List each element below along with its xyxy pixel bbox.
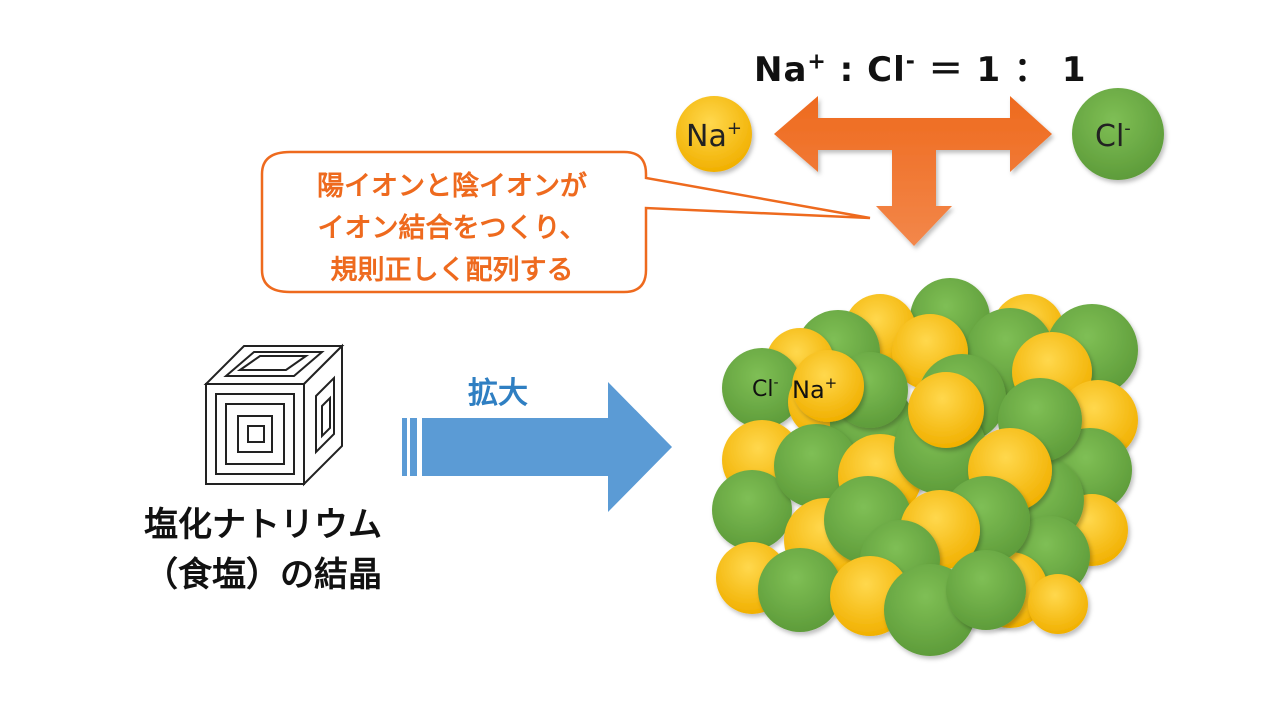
cl-ion-circle xyxy=(1072,88,1164,180)
callout-text: 陽イオンと陰イオンが イオン結合をつくり、 規則正しく配列する xyxy=(262,166,642,292)
cl-sphere xyxy=(758,548,842,632)
na-ion-circle xyxy=(676,96,752,172)
na-sphere xyxy=(1028,574,1088,634)
cl-ion-label: Cl- xyxy=(1095,118,1131,154)
na-ion-label: Na+ xyxy=(686,118,742,154)
callout-bubble xyxy=(260,150,871,294)
cl-sphere xyxy=(722,348,802,428)
lattice-cl-label: Cl- xyxy=(752,375,779,402)
crystal-label-line2: （食塩）の結晶 xyxy=(144,555,382,595)
na-sphere xyxy=(908,372,984,448)
na-sphere xyxy=(792,350,864,422)
callout-line: イオン結合をつくり、 xyxy=(317,213,587,244)
cl-sphere xyxy=(712,470,792,550)
orange-bond-arrow xyxy=(774,96,1052,246)
crystal-label: 塩化ナトリウム （食塩）の結晶 xyxy=(118,500,408,600)
nacl-lattice xyxy=(712,278,1138,656)
enlarge-arrow xyxy=(402,382,672,512)
cl-sphere xyxy=(774,424,858,508)
callout-line: 陽イオンと陰イオンが xyxy=(317,171,587,202)
cl-sphere xyxy=(946,550,1026,630)
callout-line: 規則正しく配列する xyxy=(330,255,574,286)
ion-ratio: Na+ : Cl- ＝ 1 ： 1 xyxy=(754,49,1087,90)
crystal-label-line1: 塩化ナトリウム xyxy=(144,505,382,545)
crystal-cube-icon xyxy=(203,343,345,487)
lattice-na-label: Na+ xyxy=(792,374,837,404)
enlarge-label: 拡大 xyxy=(468,376,528,411)
